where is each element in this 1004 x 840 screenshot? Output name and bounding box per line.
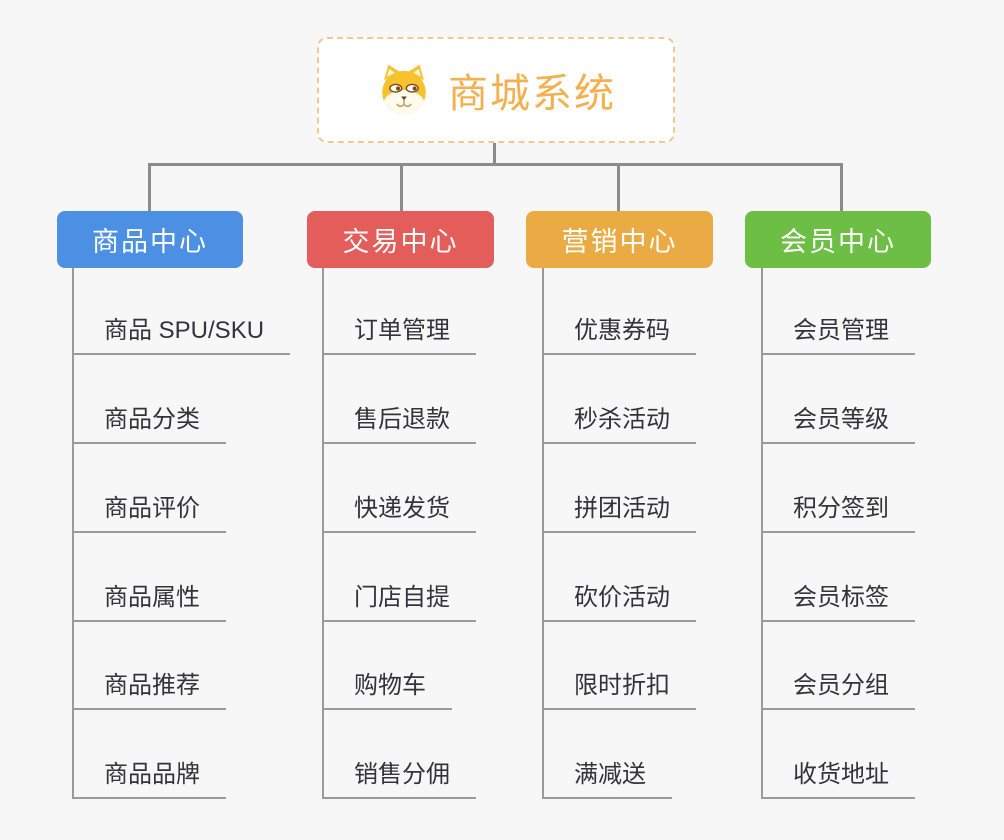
branch-node-marketing-center[interactable]: 营销中心 (526, 211, 713, 268)
branch-node-member-center[interactable]: 会员中心 (745, 211, 931, 268)
leaf-node[interactable]: 售后退款 (322, 406, 476, 444)
leaf-node[interactable]: 快递发货 (322, 495, 476, 533)
leaf-node[interactable]: 订单管理 (322, 317, 476, 355)
leaf-node[interactable]: 门店自提 (322, 584, 476, 622)
branch-title: 交易中心 (342, 227, 459, 257)
connector-stub-2 (400, 163, 403, 211)
connector-stub-4 (840, 163, 843, 211)
leaf-node[interactable]: 商品推荐 (72, 672, 226, 710)
leaf-node[interactable]: 商品品牌 (72, 761, 226, 799)
leaf-node[interactable]: 会员等级 (761, 406, 915, 444)
spine-branch-3 (542, 268, 544, 799)
leaf-node[interactable]: 积分签到 (761, 495, 915, 533)
leaf-node[interactable]: 砍价活动 (542, 584, 696, 622)
branch-title: 营销中心 (561, 227, 678, 257)
connector-bus (148, 163, 843, 166)
leaf-node[interactable]: 拼团活动 (542, 495, 696, 533)
leaf-node[interactable]: 会员分组 (761, 672, 915, 710)
spine-branch-2 (322, 268, 324, 799)
leaf-node[interactable]: 满减送 (542, 761, 672, 799)
branch-node-product-center[interactable]: 商品中心 (57, 211, 243, 268)
leaf-node[interactable]: 秒杀活动 (542, 406, 696, 444)
branch-title: 商品中心 (92, 227, 208, 257)
root-title: 商城系统 (448, 72, 616, 116)
shiba-dog-icon (376, 63, 432, 117)
spine-branch-4 (761, 268, 763, 799)
branch-title: 会员中心 (780, 227, 896, 257)
leaf-node[interactable]: 优惠券码 (542, 317, 696, 355)
leaf-node[interactable]: 商品 SPU/SKU (72, 317, 291, 355)
leaf-node[interactable]: 商品属性 (72, 584, 226, 622)
branch-node-trade-center[interactable]: 交易中心 (307, 211, 494, 268)
root-node[interactable]: 商城系统 (317, 37, 675, 143)
leaf-node[interactable]: 商品评价 (72, 495, 226, 533)
leaf-node[interactable]: 收货地址 (761, 761, 915, 799)
leaf-node[interactable]: 销售分佣 (322, 761, 476, 799)
connector-stub-1 (148, 163, 151, 211)
leaf-node[interactable]: 购物车 (322, 672, 452, 710)
connector-stub-3 (617, 163, 620, 211)
spine-branch-1 (72, 268, 74, 799)
leaf-node[interactable]: 会员标签 (761, 584, 915, 622)
leaf-node[interactable]: 限时折扣 (542, 672, 696, 710)
connector-root-stem (493, 143, 496, 165)
leaf-node[interactable]: 商品分类 (72, 406, 226, 444)
leaf-node[interactable]: 会员管理 (761, 317, 915, 355)
